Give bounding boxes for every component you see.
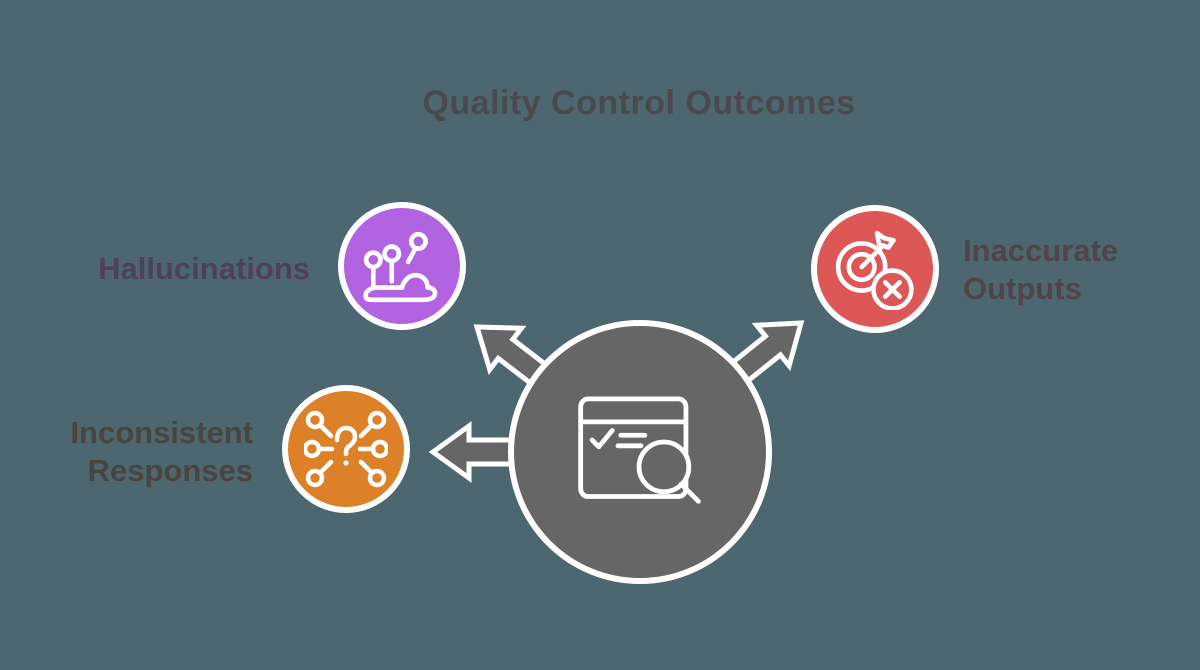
hallucination-pins-icon bbox=[363, 231, 438, 303]
center-hub-circle bbox=[508, 320, 772, 584]
label-line: Outputs bbox=[963, 271, 1082, 306]
browser-check-search-icon bbox=[578, 396, 701, 504]
target-miss-icon bbox=[835, 230, 914, 310]
question-network-icon bbox=[304, 410, 388, 488]
diagram-title: Quality Control Outcomes bbox=[422, 84, 856, 122]
label-line: Responses bbox=[87, 453, 253, 488]
label-line: Inaccurate bbox=[963, 233, 1119, 268]
label-hallucinations: Hallucinations bbox=[98, 250, 310, 288]
node-inconsistent-responses bbox=[282, 385, 410, 513]
label-line: Hallucinations bbox=[98, 251, 310, 286]
label-inconsistent-responses: Inconsistent Responses bbox=[70, 414, 253, 490]
node-inaccurate-outputs bbox=[811, 205, 939, 333]
node-hallucinations bbox=[338, 202, 466, 330]
label-line: Inconsistent bbox=[70, 415, 253, 450]
label-inaccurate-outputs: Inaccurate Outputs bbox=[963, 232, 1118, 308]
